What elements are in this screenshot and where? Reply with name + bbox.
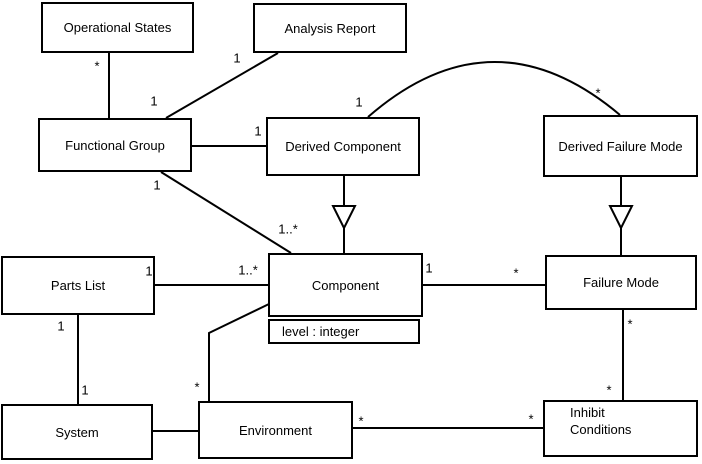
class-name: Parts List [50,278,106,293]
class-derived-component[interactable]: Derived Component [266,117,420,176]
mult-component-from-parts-list-end: 1..* [238,262,258,278]
class-name: Derived Component [285,139,401,154]
generalization-arrow-icon [608,205,634,231]
mult-derived-failure-mode-arc-end: * [595,85,601,101]
class-environment[interactable]: Environment [198,401,353,459]
class-parts-list[interactable]: Parts List [1,256,155,315]
mult-functional-group-component-near-end: 1 [153,177,161,193]
class-name: Component [311,277,380,293]
class-failure-mode[interactable]: Failure Mode [545,255,697,310]
mult-failure-mode-inhibit-near-end: * [627,316,633,332]
mult-derived-component-arc-end: 1 [355,94,363,110]
class-component[interactable]: Component [268,253,423,317]
mult-failure-mode-from-component-end: * [513,265,519,281]
class-name: Inhibit Conditions [570,405,632,437]
class-name: Operational States [63,20,172,35]
class-name: Environment [239,422,312,438]
class-name: System [55,424,99,440]
mult-operational-states-end: * [94,58,100,74]
mult-environment-component-near-end: * [194,379,200,395]
mult-inhibit-from-environment-end: * [528,411,534,427]
mult-parts-list-component-near-end: 1 [145,263,153,279]
mult-parts-list-system-near-end: 1 [57,318,65,334]
class-name: Analysis Report [284,20,376,36]
class-system[interactable]: System [1,404,153,460]
mult-inhibit-from-failure-mode-end: * [606,382,612,398]
mult-analysis-report-end: 1 [233,50,241,66]
mult-system-from-parts-list-end: 1 [81,382,89,398]
mult-environment-inhibit-near-end: * [358,413,364,429]
class-functional-group[interactable]: Functional Group [38,118,192,172]
class-operational-states[interactable]: Operational States [41,2,194,53]
mult-derived-component-end: 1 [254,123,262,139]
class-derived-failure-mode[interactable]: Derived Failure Mode [543,115,698,177]
assoc-line-environment-component [208,303,270,401]
mult-component-from-functional-group-end: 1..* [278,221,298,237]
class-component-attributes[interactable]: level : integer [268,319,420,344]
class-name: Failure Mode [583,275,659,290]
class-name: Functional Group [65,137,165,153]
class-analysis-report[interactable]: Analysis Report [253,3,407,53]
assoc-line-functional-group-component [160,171,292,254]
assoc-arc-derived-component-derived-failure-mode [367,61,621,118]
class-name: Derived Failure Mode [558,138,683,154]
attribute-text: level : integer [282,324,360,339]
class-inhibit-conditions[interactable]: Inhibit Conditions [543,400,698,457]
assoc-line-functional-group-analysis-report [165,52,279,119]
mult-component-failure-mode-near-end: 1 [425,260,433,276]
generalization-arrow-icon [331,205,357,231]
mult-functional-group-analysis-report-near-end: 1 [150,93,158,109]
